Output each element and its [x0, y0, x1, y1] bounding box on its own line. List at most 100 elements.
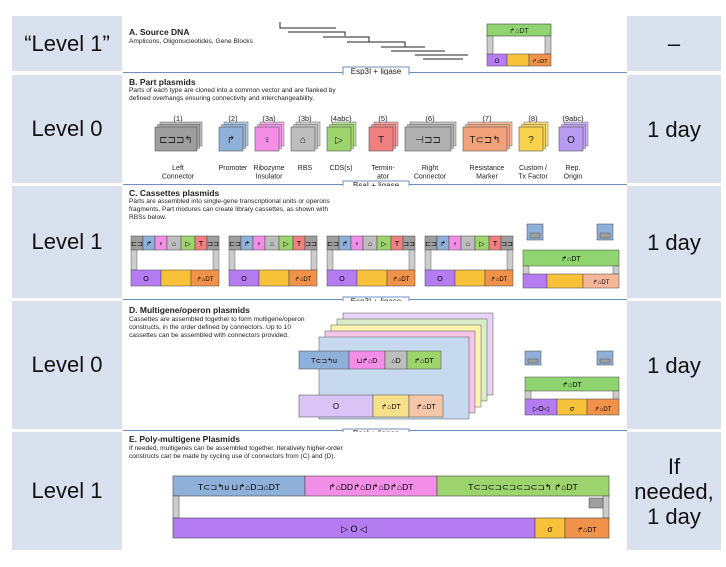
part-plasmid: ⌂ (3b) RBS — [290, 114, 321, 172]
part-name: RBS — [298, 165, 313, 172]
svg-text:?: ? — [528, 135, 534, 146]
part-number: (5) — [378, 114, 388, 123]
multigene-front: T⊂⊐↰u⊔↱⌂D⌂D↱⌂DTO↱⌂DT↱⌂DT — [298, 350, 444, 418]
panel-title: E. Poly-multigene Plasmids — [129, 434, 241, 444]
part-plasmid: ↱(2)Promoter — [219, 114, 249, 172]
svg-text:▷: ▷ — [283, 241, 289, 248]
svg-text:▷: ▷ — [185, 241, 191, 248]
svg-text:↱⌂DT: ↱⌂DT — [491, 276, 508, 283]
level-label-e: Level 1 — [12, 432, 122, 550]
svg-text:↱: ↱ — [244, 240, 250, 248]
part-name: Insulator — [256, 174, 284, 181]
svg-text:♀: ♀ — [158, 241, 163, 248]
svg-text:⌂: ⌂ — [300, 135, 306, 146]
cassette-diagrams: ⊏⊐↱♀⌂▷T⊐⊐O↱⌂DT⊏⊐↱♀⌂▷T⊐⊐O↱⌂DT⊏⊐↱♀⌂▷T⊐⊐O↱⌂… — [130, 223, 620, 289]
time-label-d: 1 day — [627, 301, 721, 429]
cassette-plasmid: ⊏⊐↱♀⌂▷T⊐⊐O↱⌂DT — [130, 235, 220, 287]
multigene-diagrams: T⊂⊐↰u⊔↱⌂D⌂D↱⌂DTO↱⌂DT↱⌂DT↱⌂DT▷O◁σ↱⌂DT — [298, 312, 620, 420]
svg-text:↱⌂DT: ↱⌂DT — [595, 406, 612, 413]
svg-text:↱⌂DD↱⌂D↱⌂D↱⌂DT: ↱⌂DD↱⌂D↱⌂D↱⌂DT — [329, 482, 414, 492]
svg-text:⊏⊐: ⊏⊐ — [425, 241, 437, 248]
svg-text:T: T — [199, 241, 204, 248]
part-name: ator — [377, 174, 390, 181]
panel-title: C. Cassettes plasmids — [129, 188, 220, 198]
part-number: (7) — [482, 114, 492, 123]
part-name: Left — [172, 165, 184, 172]
svg-text:⊏⊐: ⊏⊐ — [131, 241, 143, 248]
time-label-e: If needed, 1 day — [627, 432, 721, 550]
time-label-b: 1 day — [627, 75, 721, 183]
panel-description: Parts are assembled into single-gene tra… — [129, 198, 330, 221]
svg-text:↱⌂DT: ↱⌂DT — [509, 27, 529, 35]
part-name: Promoter — [219, 165, 248, 172]
panel-description: Amplicons, Oligonucleotides, Gene Blocks — [129, 38, 253, 45]
part-plasmid: T(5)Termin-ator — [368, 114, 399, 181]
svg-text:▷O◁: ▷O◁ — [533, 406, 550, 413]
part-number: (4abc) — [330, 114, 352, 123]
svg-text:σ: σ — [548, 525, 553, 534]
part-name: Right — [422, 165, 438, 172]
svg-text:↱⌂DT: ↱⌂DT — [414, 357, 434, 365]
svg-text:T⊂⊐↰u: T⊂⊐↰u — [311, 357, 337, 365]
svg-text:↱⌂DT: ↱⌂DT — [593, 279, 610, 286]
cassette-plasmid: ⊏⊐↱♀⌂▷T⊐⊐O↱⌂DT — [326, 235, 416, 287]
svg-text:↱: ↱ — [342, 240, 348, 248]
svg-text:O: O — [567, 135, 575, 146]
part-plasmid: ?(8)Custom /Tx Factor — [518, 114, 548, 181]
svg-text:⊣⊐⊐: ⊣⊐⊐ — [415, 135, 440, 146]
panel-description: If needed, multigenes can be assembled t… — [129, 445, 343, 460]
part-name: CDS(s) — [330, 165, 353, 172]
svg-text:↱⌂DT: ↱⌂DT — [561, 255, 581, 263]
panel-title: A. Source DNA — [129, 27, 190, 37]
svg-text:↱⌂DT: ↱⌂DT — [381, 403, 401, 411]
svg-text:O: O — [143, 276, 149, 283]
part-name: Connector — [414, 174, 447, 181]
cassette-plasmid: ⊏⊐↱♀⌂▷T⊐⊐O↱⌂DT — [228, 235, 318, 287]
panel-multigene-plasmids: D. Multigene/operon plasmids Cassettes a… — [123, 301, 627, 429]
svg-text:⌂D: ⌂D — [391, 358, 400, 365]
svg-text:↱⌂DT: ↱⌂DT — [532, 58, 548, 65]
svg-text:T⊂⊐⊂⊐⊂⊐⊂⊐⊂⊐↰ ↱⌂DT: T⊂⊐⊂⊐⊂⊐⊂⊐⊂⊐↰ ↱⌂DT — [468, 482, 577, 492]
svg-text:↱: ↱ — [146, 240, 152, 248]
svg-text:↱⌂DT: ↱⌂DT — [562, 381, 582, 389]
part-number: (3b) — [298, 114, 312, 123]
svg-text:T⊂⊐↰u ⊔↱⌂D⊐⌂DT: T⊂⊐↰u ⊔↱⌂D⊐⌂DT — [198, 482, 280, 492]
svg-text:T: T — [493, 241, 498, 248]
connector-cassette: ↱⌂DT ↱⌂DT — [522, 223, 620, 289]
svg-text:⌂: ⌂ — [368, 241, 372, 248]
svg-text:⊐⊐: ⊐⊐ — [305, 241, 317, 248]
svg-text:↱⌂DT: ↱⌂DT — [393, 276, 410, 283]
svg-text:T: T — [395, 241, 400, 248]
svg-text:↱: ↱ — [227, 135, 235, 146]
part-number: (9abc) — [562, 114, 584, 123]
svg-text:↱: ↱ — [440, 240, 446, 248]
svg-text:O: O — [437, 276, 443, 283]
svg-text:⊏⊐⊐↰: ⊏⊐⊐↰ — [159, 135, 193, 146]
svg-text:⊏⊐: ⊏⊐ — [327, 241, 339, 248]
svg-text:⊐⊐: ⊐⊐ — [207, 241, 219, 248]
svg-text:O: O — [495, 59, 500, 65]
svg-text:▷: ▷ — [335, 135, 343, 146]
svg-text:▷: ▷ — [479, 241, 485, 248]
time-label-a: – — [627, 16, 721, 71]
part-number: (3a) — [262, 114, 276, 123]
svg-text:▷: ▷ — [381, 241, 387, 248]
part-number: (8) — [528, 114, 538, 123]
svg-text:⌂: ⌂ — [172, 241, 176, 248]
enzyme-label: BsaI + ligase — [342, 181, 410, 190]
part-number: (6) — [425, 114, 435, 123]
svg-text:⊐⊐: ⊐⊐ — [501, 241, 513, 248]
svg-text:♀: ♀ — [263, 135, 271, 146]
panel-title: B. Part plasmids — [129, 77, 196, 87]
level-label-a: “Level 1” — [12, 16, 122, 71]
part-plasmid: O(9abc)Rep.Origin — [558, 114, 589, 181]
poly-multigene-construct: T⊂⊐↰u ⊔↱⌂D⊐⌂DT ↱⌂DD↱⌂D↱⌂D↱⌂DT T⊂⊐⊂⊐⊂⊐⊂⊐⊂… — [172, 475, 610, 539]
svg-text:T: T — [378, 135, 384, 146]
part-name: Ribozyme — [253, 165, 284, 172]
svg-text:♀: ♀ — [452, 241, 457, 248]
panel-title: D. Multigene/operon plasmids — [129, 305, 250, 315]
part-name: Origin — [564, 174, 583, 181]
